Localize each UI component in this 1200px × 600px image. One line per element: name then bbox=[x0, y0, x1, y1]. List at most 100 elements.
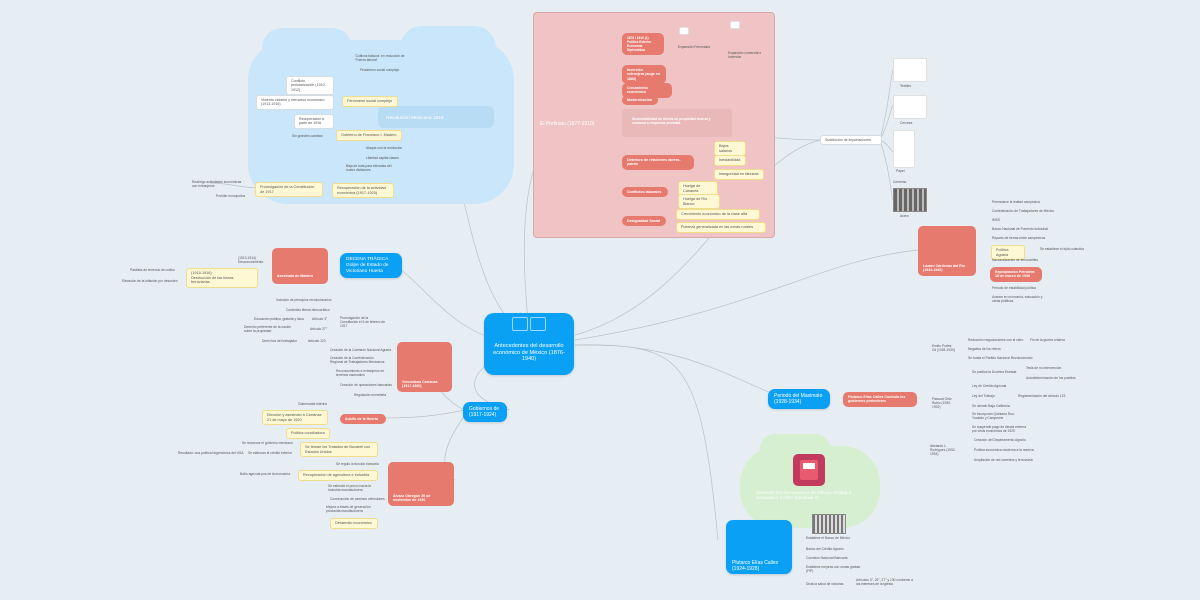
obregon-c1-l1: Se reconoce el gobierno mexicano bbox=[242, 441, 293, 445]
revolucion-c5[interactable]: Gobierno de Francisco I. Madero bbox=[336, 130, 402, 141]
carranza-l6: Reconocimiento a extranjeros en terrenos… bbox=[336, 369, 385, 378]
revolucion-node[interactable]: Revolución Mexicana 1910 bbox=[378, 106, 494, 128]
porfiriato-n1-child: Expansión Ferroviaria bbox=[678, 45, 711, 49]
revolucion-c5-left: Sin grandes cambios bbox=[292, 134, 323, 138]
revolucion-c5-a: Ataque con la revolución bbox=[366, 146, 403, 150]
cardenas-l9: Periodo de estabilidad política bbox=[992, 286, 1036, 290]
obregon-c1-l3: Resultado: una política hegemónica del U… bbox=[178, 451, 244, 455]
porfiriato-n6[interactable]: Deterioro de relaciones obrero-patrón bbox=[622, 155, 694, 170]
porfiriato-n4[interactable]: Modernización bbox=[622, 95, 658, 106]
export-label-1: Textiles bbox=[900, 84, 911, 88]
maximato-red[interactable]: Plutarco Elías Calles Controla los gobie… bbox=[843, 392, 917, 407]
image-thumbnail bbox=[730, 21, 740, 29]
revolucion-c1: 'Cultivos básicos' en reducción de 'Fuer… bbox=[355, 54, 405, 63]
porfiriato-n5-panel: Sustentabilidad de tierras de propiedad … bbox=[622, 109, 732, 137]
image-placeholder-icon bbox=[512, 317, 528, 331]
obregon-node[interactable]: Álvaro Obregón 30 de noviembre de 1920 bbox=[388, 462, 454, 506]
maximato-b3: Ley del Trabajo bbox=[972, 394, 995, 398]
carranza-l4: Creación de la Comisión Nacional Agraria bbox=[330, 348, 392, 352]
contexto-title[interactable]: Contexto Socioeconómico de México Unidad… bbox=[756, 490, 852, 500]
maximato-c3: Ampliación de red carretera y ferroviari… bbox=[974, 458, 1033, 462]
cardenas-l6[interactable]: Política Agraria bbox=[991, 245, 1025, 261]
cardenas-node[interactable]: Lázaro Cárdenas del Río (1934-1940) bbox=[918, 226, 976, 276]
export-thumb-3 bbox=[893, 130, 915, 168]
maximato-a1: Reducción negociaciones con el clero bbox=[968, 338, 1024, 342]
revolucion-c2: Fenómeno social complejo bbox=[360, 68, 400, 72]
revolucion-prot[interactable]: Promulgación de la Constitución de 1917 bbox=[255, 182, 323, 198]
cloud-bump bbox=[400, 26, 496, 70]
cardenas-l5: Reparto de tierras entre campesinos bbox=[992, 236, 1046, 240]
porfiriato-group[interactable]: El Porfiriato (1877-1910) 1876 / 1910 (1… bbox=[533, 12, 775, 238]
madero-c2[interactable]: (1915-1916) Destrucción de las líneas fe… bbox=[186, 268, 258, 289]
carranza-l3: Promulgación de la Constitución el 5 de … bbox=[340, 316, 385, 329]
calles-node[interactable]: Plutarco Elías Calles (1924-1928) bbox=[726, 520, 792, 574]
revolucion-c3-a[interactable]: Conflicto prolotarización (1910-1912) bbox=[286, 76, 334, 96]
revolucion-c5-b: Libertad capital clases bbox=[366, 156, 399, 160]
porfiriato-n8-c1[interactable]: Crecimiento económico de la clase alta bbox=[676, 209, 760, 220]
maximato-a: Emilio Portes Gil (1928-1930) bbox=[932, 344, 955, 353]
revolucion-c4[interactable]: Recuperación a partir de 1916 bbox=[294, 114, 334, 129]
export-thumb-5 bbox=[893, 188, 927, 212]
carranza-l3a-l: Educación pública, gratuita y laica bbox=[254, 317, 304, 321]
delahuerta-top: Gobernante interino bbox=[298, 402, 328, 406]
porfiriato-n6-c1[interactable]: Bajos salarios bbox=[714, 141, 746, 157]
delahuerta-c1[interactable]: Elección y asesinato a Carranza 21 de ma… bbox=[262, 410, 328, 426]
decena-tragica-node[interactable]: DECENA TRÁGICA Golpe de Estado de Victor… bbox=[340, 253, 402, 279]
porfiriato-n8-c2[interactable]: Pobreza generalizada en las zonas rurale… bbox=[676, 222, 766, 233]
calles-thumb bbox=[812, 514, 846, 534]
carranza-l8: Regulación monetaria bbox=[354, 393, 387, 397]
porfiriato-n7[interactable]: Conflictos laborales bbox=[622, 187, 668, 198]
cardenas-l7: Nacionalización de ferrocarriles bbox=[992, 258, 1038, 262]
obregon-c2-c: Construcción de caminos vehiculares bbox=[330, 497, 385, 501]
delahuerta-c2[interactable]: Política conciliadora bbox=[286, 428, 330, 439]
porfiriato-n1-child2: Expansión comercial e Inversión bbox=[728, 51, 762, 60]
image-thumbnail bbox=[679, 27, 689, 35]
madero-l2: Elevación de la inflación por desorden bbox=[122, 279, 178, 283]
revolucion-recup[interactable]: Recuperación de la actividad económica (… bbox=[332, 183, 394, 199]
gobiernos-node[interactable]: Gobiernos de (1917-1924) bbox=[463, 402, 507, 422]
cardenas-l3: IMSS bbox=[992, 218, 1001, 222]
cardenas-l10: Avance en economía, educación y obras pú… bbox=[992, 295, 1043, 304]
image-placeholder-icon bbox=[530, 317, 546, 331]
madero-node[interactable]: Asesinato de Madero bbox=[272, 248, 328, 284]
obregon-c1-l2: Se elaboran el crédito exterior bbox=[248, 451, 292, 455]
export-label-5: Acero bbox=[900, 214, 909, 218]
obregon-c1[interactable]: Se firman los Tratados de Bucareli con E… bbox=[300, 442, 378, 458]
image-placeholder-icon bbox=[418, 94, 436, 106]
revolucion-prot-l2: Prohibir monopolios bbox=[216, 194, 246, 198]
revolucion-prot-l1: Reabrigo actividades económicas con extr… bbox=[192, 180, 242, 189]
delahuerta-node[interactable]: Adolfo de la Huerta bbox=[340, 414, 386, 425]
carranza-l3b-l: Derecho preferente de la nación sobre la… bbox=[244, 325, 292, 334]
porfiriato-n7-c2[interactable]: Huelga de Río Blanco bbox=[678, 194, 720, 210]
maximato-node[interactable]: Periodo del Maximato (1928-1934) bbox=[768, 389, 830, 409]
revolucion-c3-b[interactable]: Violento violento y retroceso económico … bbox=[256, 95, 334, 110]
porfiriato-n6-c2[interactable]: Inestabilidad bbox=[714, 155, 746, 166]
porfiriato-title: El Porfiriato (1877-1910) bbox=[540, 121, 595, 127]
export-thumb-1 bbox=[893, 58, 927, 82]
carranza-node[interactable]: Venustiano Carranza (1917-1920) bbox=[397, 342, 452, 392]
carranza-l3b: Artículo 27° bbox=[310, 327, 328, 331]
exportaciones-node[interactable]: Sustitución de importaciones bbox=[820, 135, 882, 146]
porfiriato-n1[interactable]: 1876 / 1910 (1) Política Exterior Econom… bbox=[622, 33, 664, 55]
central-node[interactable]: Antecedentes del desarrollo económico de… bbox=[484, 313, 574, 375]
porfiriato-n5[interactable]: Sustentabilidad de tierras de propiedad … bbox=[632, 117, 711, 125]
porfiriato-n6-c3[interactable]: Inseguridad en fábricas bbox=[714, 169, 764, 180]
maximato-b2: Ley de Crédito Agrícola bbox=[972, 384, 1007, 388]
porfiriato-n3[interactable]: Crecimiento económico bbox=[622, 83, 672, 98]
export-thumb-2 bbox=[893, 95, 927, 119]
revolucion-c3[interactable]: Fenómeno social complejo bbox=[342, 96, 398, 107]
calles-l3: Comisión Nacional Bancaria bbox=[806, 556, 848, 560]
porfiriato-n2[interactable]: Inversión extranjera (auge en 1880) bbox=[622, 65, 666, 85]
cardenas-l6r: Se establece el ejido colectivo bbox=[1040, 247, 1085, 251]
porfiriato-n8[interactable]: Desigualdad Social bbox=[622, 216, 666, 227]
obregon-c3[interactable]: Desarrollo económico bbox=[330, 518, 378, 529]
calles-l4: Establece mejoras con zonas grabas (FIP) bbox=[806, 565, 861, 574]
app-logo-icon bbox=[793, 454, 825, 486]
maximato-b1r: Tesis de no intervención bbox=[1026, 366, 1062, 370]
obregon-c2[interactable]: Recuperación de agricultura e industria bbox=[298, 470, 378, 481]
cardenas-l8[interactable]: Expropiación Petrolera 18 de marzo de 19… bbox=[990, 267, 1042, 282]
obregon-c2-b: Se estimuló el precio hacia la industria… bbox=[328, 484, 371, 493]
obregon-c2-l: Baño agrícola pos de la economía bbox=[240, 472, 291, 476]
cardenas-l1: Permanece la lealtad campesina bbox=[992, 200, 1040, 204]
